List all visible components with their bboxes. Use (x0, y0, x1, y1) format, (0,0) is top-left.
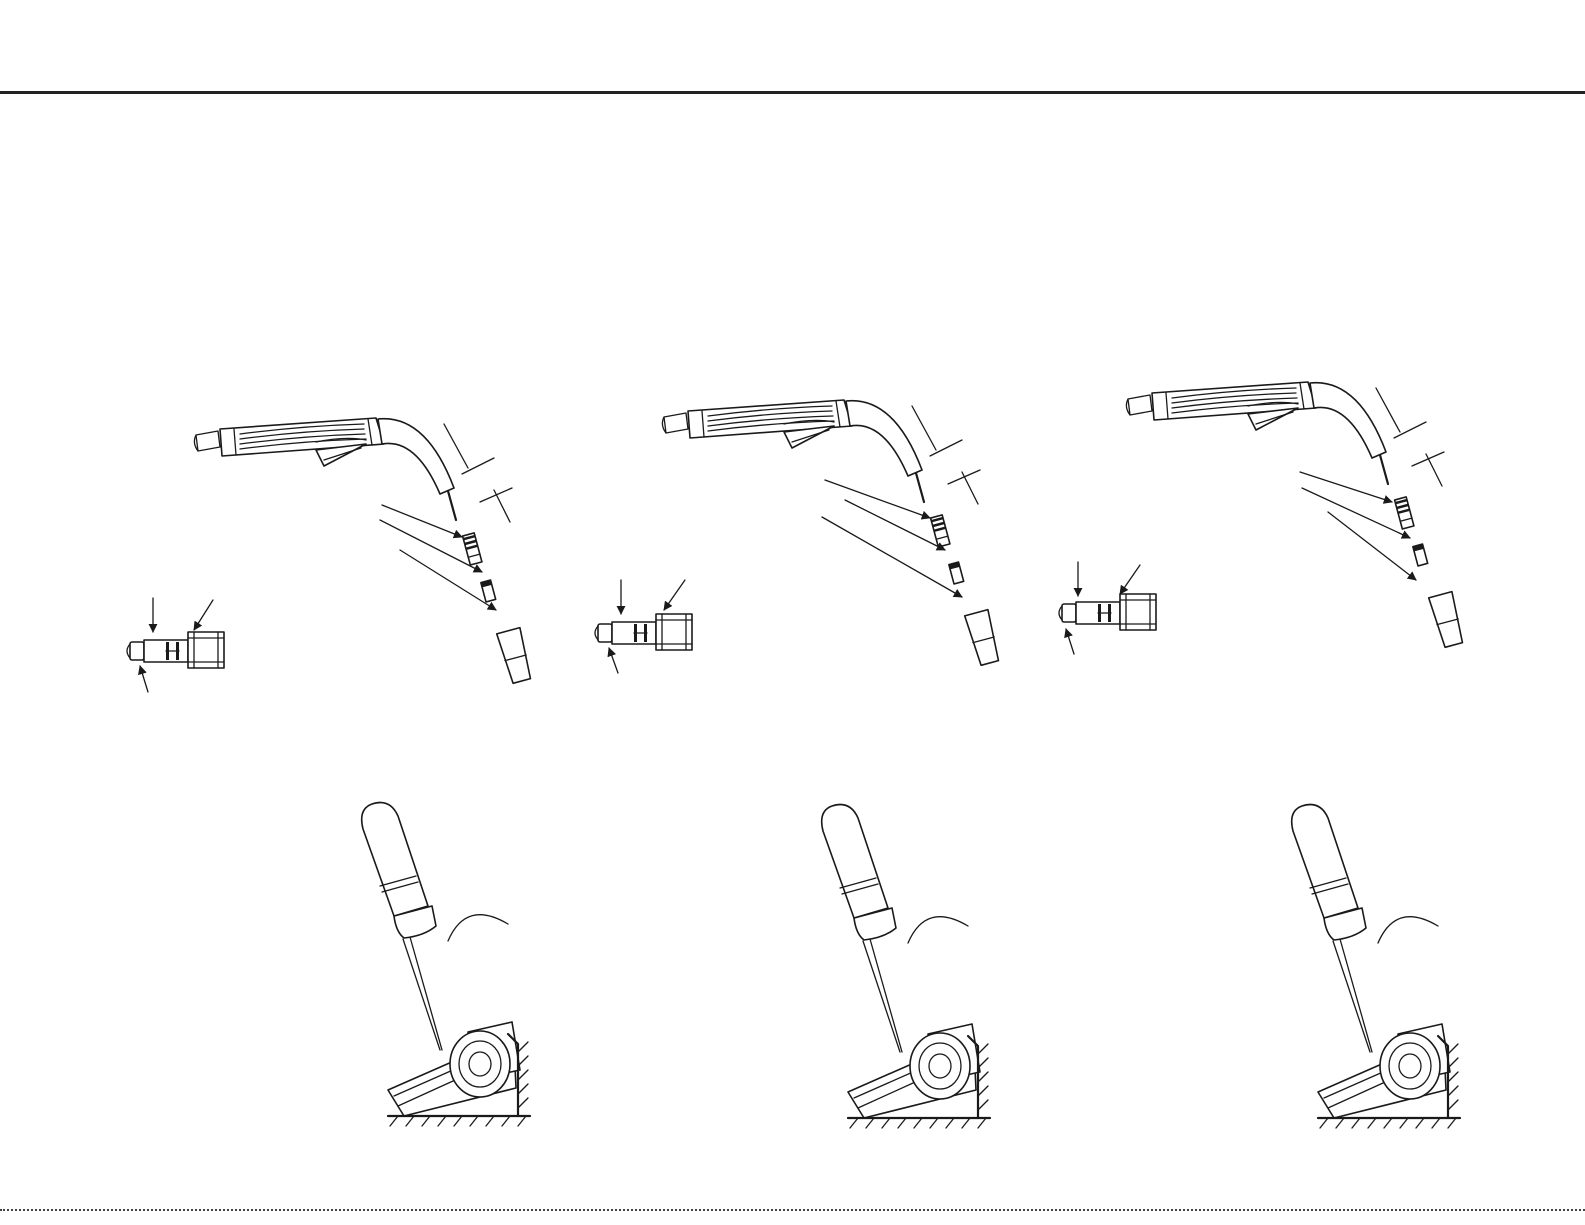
footer-rule (0, 1209, 1585, 1211)
gun-body-icon (194, 418, 533, 684)
contact-tip-icon (1059, 594, 1156, 630)
leader-arrows (1300, 472, 1416, 580)
contact-tip-icon (127, 632, 224, 668)
gun-body-icon (662, 400, 1001, 666)
contact-tip-icon (595, 614, 692, 650)
panel-3 (1059, 382, 1465, 1128)
panel-2 (595, 400, 1001, 1128)
screwdriver-icon (362, 803, 530, 1127)
screwdriver-icon (822, 805, 990, 1129)
panel-1 (127, 418, 533, 1126)
gun-body-icon (1126, 382, 1465, 648)
screwdriver-icon (1292, 805, 1460, 1129)
